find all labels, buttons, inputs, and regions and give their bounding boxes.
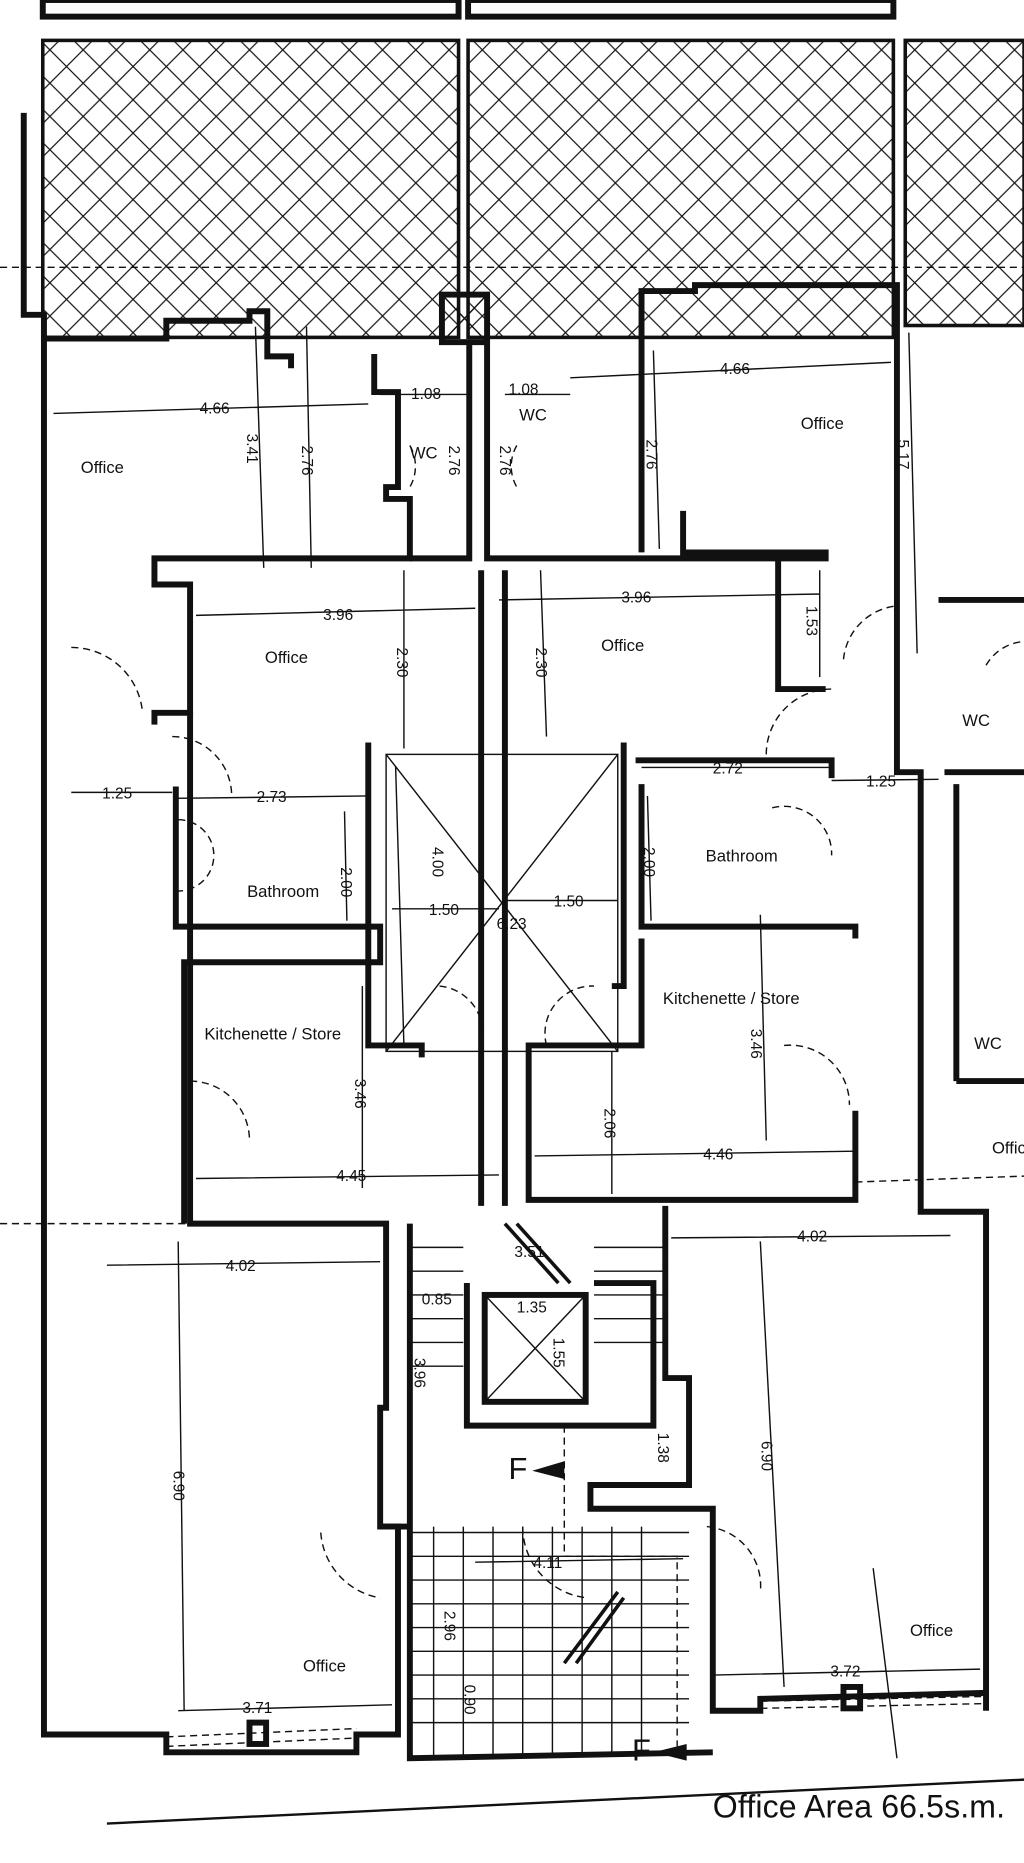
dimension-label: 4.45 xyxy=(336,1168,366,1185)
section-arrow-icon xyxy=(653,1743,687,1761)
room-label: Offic xyxy=(992,1139,1024,1158)
dimension-label: 2.30 xyxy=(393,647,410,677)
room-label: Office xyxy=(303,1657,346,1676)
room-label: WC xyxy=(962,711,990,730)
room-label: WC xyxy=(974,1034,1002,1053)
dimension-label: 1.25 xyxy=(102,785,132,802)
dimension-label: 2.76 xyxy=(642,440,659,470)
dimension-label: 4.02 xyxy=(226,1258,256,1275)
section-markers: F F xyxy=(508,1451,687,1768)
dimension-label: 6.90 xyxy=(758,1441,775,1471)
dimension-label: 2.00 xyxy=(640,847,657,877)
dimension-label: 2.76 xyxy=(445,446,462,476)
dimension-label: 1.55 xyxy=(550,1338,567,1368)
dimension-label: 1.50 xyxy=(554,893,584,910)
dimension-label: 2.73 xyxy=(257,789,287,806)
dimension-label: 3.41 xyxy=(243,434,260,464)
section-arrow-icon xyxy=(532,1461,565,1480)
dimension-label: 3.72 xyxy=(830,1663,860,1680)
terrace-hatch xyxy=(0,0,1024,340)
room-label: WC xyxy=(519,406,547,425)
dimension-label: 2.00 xyxy=(337,867,354,897)
dimension-label: 3.96 xyxy=(621,589,651,606)
dimension-label: 1.50 xyxy=(429,902,459,919)
dimension-label: 4.02 xyxy=(797,1228,827,1245)
dimension-label: 6.23 xyxy=(497,916,527,933)
room-label: Office xyxy=(910,1621,953,1640)
section-marker-label: F xyxy=(508,1451,527,1486)
dimension-label: 4.00 xyxy=(428,847,445,877)
room-label: Office xyxy=(81,458,124,477)
dimension-label: 1.08 xyxy=(508,381,538,398)
dimension-label: 0.90 xyxy=(461,1685,478,1715)
room-label: Office xyxy=(601,636,644,655)
walls xyxy=(20,112,1024,1762)
dimension-label: 2.96 xyxy=(440,1611,457,1641)
dimension-label: 3.96 xyxy=(411,1358,428,1388)
dimension-label: 1.38 xyxy=(654,1433,671,1463)
dimension-label: 4.66 xyxy=(720,361,750,378)
dimension-label: 2.76 xyxy=(298,446,315,476)
dimension-label: 1.25 xyxy=(866,773,896,790)
staircase xyxy=(409,1222,690,1756)
lightwell xyxy=(385,753,619,1053)
door-swings xyxy=(0,445,1024,1825)
dimension-label: 2.72 xyxy=(713,760,743,777)
section-marker-label: F xyxy=(632,1733,651,1768)
room-label: Kitchenette / Store xyxy=(663,989,800,1008)
dimension-label: 1.35 xyxy=(517,1300,547,1317)
dimension-label: 2.06 xyxy=(601,1108,618,1138)
room-label: Office xyxy=(801,414,844,433)
dimension-label: 3.71 xyxy=(242,1700,272,1717)
office-area-label: Office Area 66.5s.m. xyxy=(713,1789,1005,1825)
dimension-label: 4.11 xyxy=(533,1555,562,1572)
lift-shaft xyxy=(438,291,491,346)
dimension-label: 3.96 xyxy=(323,607,353,624)
dimension-label: 4.66 xyxy=(200,400,230,417)
dimension-label: 6.90 xyxy=(169,1471,186,1501)
dimension-label: 1.53 xyxy=(803,606,820,636)
dimension-label: 3.46 xyxy=(351,1079,368,1109)
dimension-label: 2.76 xyxy=(496,446,513,476)
room-label: Kitchenette / Store xyxy=(204,1025,341,1044)
room-label: WC xyxy=(410,444,438,463)
dimension-label: 4.46 xyxy=(703,1146,733,1163)
room-label: Office xyxy=(265,648,308,667)
dimension-labels: 4.66 3.41 2.76 1.08 2.76 1.08 2.76 4.66 … xyxy=(102,361,911,1717)
dimension-label: 3.46 xyxy=(747,1029,764,1059)
dimension-label: 3.51 xyxy=(514,1244,544,1261)
dimension-label: 5.17 xyxy=(894,440,911,470)
room-labels: Office Office WC WC Office Office Bathro… xyxy=(81,406,1024,1676)
room-label: Bathroom xyxy=(706,846,778,865)
dimension-label: 2.30 xyxy=(532,647,549,677)
dimension-lines xyxy=(53,326,981,1712)
dimension-label: 1.08 xyxy=(411,386,441,403)
dimension-label: 0.85 xyxy=(422,1291,452,1308)
room-label: Bathroom xyxy=(247,882,319,901)
